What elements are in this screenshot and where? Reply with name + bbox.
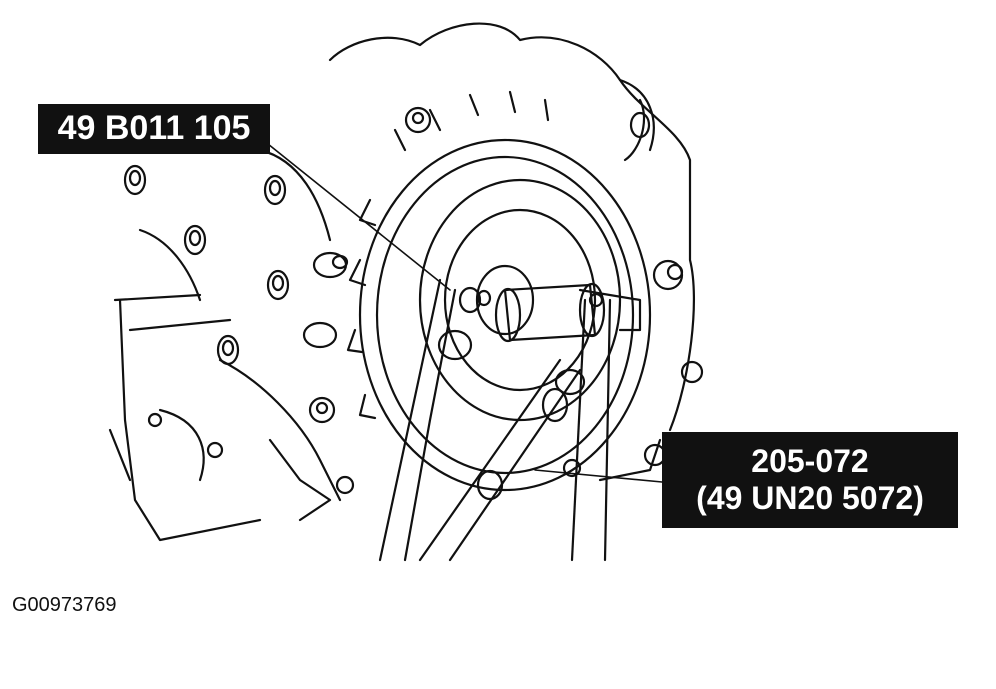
tool-callout-line1: 205-072: [751, 443, 869, 480]
figure-id: G00973769: [12, 594, 117, 616]
tool-callout-line2: (49 UN20 5072): [696, 480, 924, 516]
leader-lines: [267, 143, 663, 483]
tool-callout-49b011105: 49 B011 105: [38, 104, 270, 154]
tool-callout-text: 49 B011 105: [57, 109, 251, 148]
block-bolts: [123, 106, 704, 495]
socket-adapter: [458, 282, 606, 343]
pulley-holder-tool: [378, 278, 642, 562]
tool-callout-205-072: 205-072 (49 UN20 5072): [662, 432, 958, 528]
crankshaft-pulley: [346, 90, 652, 492]
